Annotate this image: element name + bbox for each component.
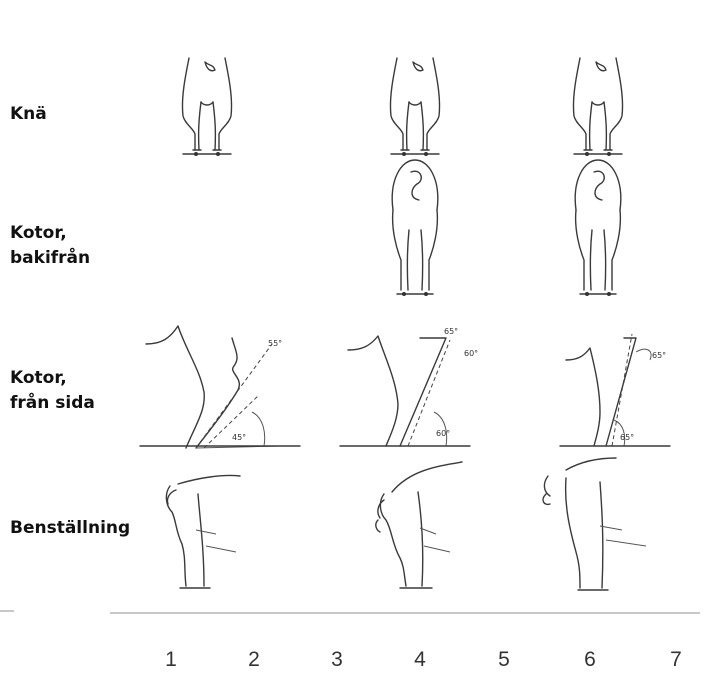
- scale-number: 5: [498, 648, 510, 672]
- scale-number: 3: [331, 648, 343, 672]
- angle-label: 45°: [232, 433, 246, 442]
- angle-label: 60°: [464, 349, 478, 358]
- benstallning-illustration-col4: [376, 462, 462, 588]
- angle-label: 65°: [620, 433, 634, 442]
- kotor-sida-illustration-col1: 55° 45°: [140, 326, 300, 448]
- kna-illustration-col1: [182, 58, 231, 156]
- angle-label: 55°: [268, 339, 282, 348]
- angle-label: 65°: [444, 327, 458, 336]
- angle-label: 60°: [436, 429, 450, 438]
- scale-number: 1: [165, 648, 177, 672]
- kotor-bak-illustration-col4: [392, 160, 438, 296]
- angle-label: 65°: [652, 351, 666, 360]
- scale-number: 4: [414, 648, 426, 672]
- scale-number: 7: [670, 648, 682, 672]
- kna-illustration-col4: [390, 58, 439, 156]
- benstallning-illustration-col1: [166, 475, 240, 588]
- benstallning-illustration-col6: [543, 458, 646, 590]
- scale-number: 2: [248, 648, 260, 672]
- scale-number: 6: [584, 648, 596, 672]
- kotor-sida-illustration-col6: 65° 65°: [560, 334, 670, 446]
- kotor-bak-illustration-col6: [575, 160, 621, 296]
- kotor-sida-illustration-col4: 65° 60° 60°: [340, 327, 478, 446]
- kna-illustration-col6: [573, 58, 622, 156]
